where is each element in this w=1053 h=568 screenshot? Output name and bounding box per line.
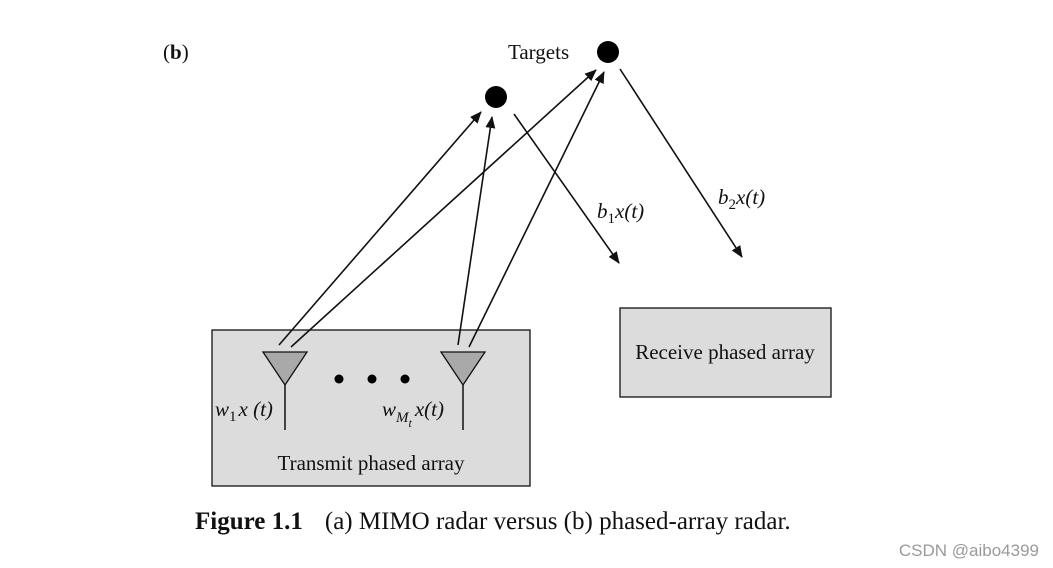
- receive-phased-array-box: [619, 307, 832, 398]
- targets-label: Targets: [508, 40, 569, 64]
- figure-caption: Figure 1.1 (a) MIMO radar versus (b) phas…: [195, 508, 791, 536]
- target-1: [597, 41, 619, 63]
- panel-label: (b): [163, 40, 189, 64]
- arrow-antenna1-to-target1: [290, 69, 597, 348]
- arrow-target1-reflection: [619, 68, 743, 258]
- antenna-ellipsis: [334, 374, 410, 384]
- figure-number: Figure 1.1: [195, 508, 303, 535]
- receive-phased-array-label: Receive phased array: [635, 340, 815, 364]
- transmit-phased-array-label: Transmit phased array: [277, 451, 465, 475]
- signal-label-w1: w1x (t): [215, 397, 273, 425]
- target-2: [485, 86, 507, 108]
- arrow-antenna1-to-target2: [278, 111, 482, 346]
- figure-caption-text: (a) MIMO radar versus (b) phased-array r…: [324, 508, 791, 535]
- watermark: CSDN @aibo4399: [898, 541, 1039, 560]
- arrow-antennamt-to-target2: [457, 116, 496, 346]
- signal-label-wmt: wMtx(t): [382, 397, 444, 430]
- antenna-mt: [439, 351, 487, 430]
- arrow-target2-reflection: [513, 113, 620, 264]
- signal-label-b1: b1x(t): [597, 199, 644, 227]
- signal-label-b2: b2x(t): [718, 185, 765, 213]
- arrow-antennamt-to-target1: [468, 71, 605, 348]
- antenna-1: [261, 351, 309, 430]
